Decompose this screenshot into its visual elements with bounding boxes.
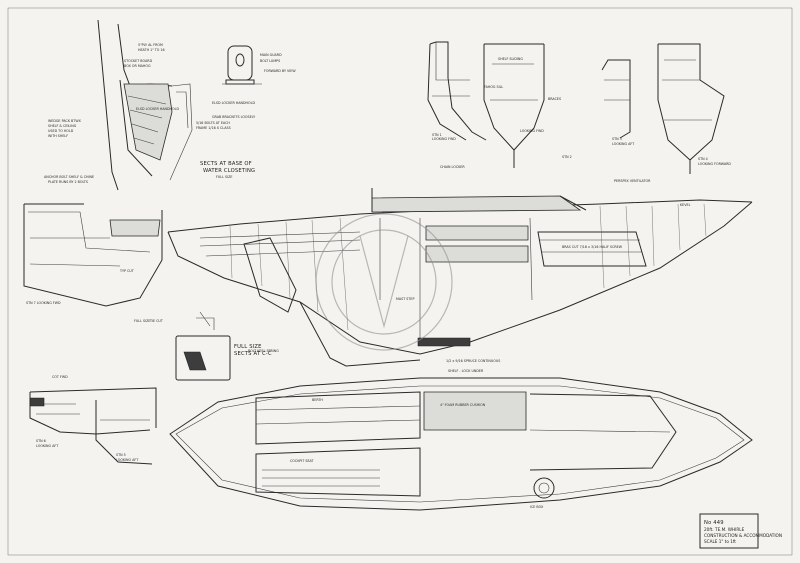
inboard-profile: CHAIN LOCKER PERSPEX VENTILATOR KEVEL BR… <box>167 165 753 367</box>
label-stn-3-sub: LOOKING AFT <box>612 142 635 146</box>
label-berth: BERTH <box>312 398 323 402</box>
label-stn-5: STN 5 <box>116 453 126 457</box>
svg-text:SHELF & CEILING: SHELF & CEILING <box>48 124 77 128</box>
station-3-section: STN 3 LOOKING AFT <box>601 59 635 146</box>
svg-text:FORWARD BY VIEW: FORWARD BY VIEW <box>264 69 296 73</box>
svg-text:GRAB BRACKETS LOOSELY: GRAB BRACKETS LOOSELY <box>212 115 256 119</box>
label-elsd: ELSD LOCKER HANDHOLD <box>136 107 179 111</box>
svg-text:PLATE RUNS BY 2 BOLTS: PLATE RUNS BY 2 BOLTS <box>48 180 88 184</box>
station-6-section: STN 6 LOOKING AFT <box>29 387 157 448</box>
label-stn-7: STN 7 LOOKING FWD <box>26 301 61 305</box>
svg-text:ELSD LOCKER HANDHOLD: ELSD LOCKER HANDHOLD <box>212 101 255 105</box>
svg-text:FAHOG SILL: FAHOG SILL <box>484 85 503 89</box>
station-2-section: SHELF SLIDING FAHOG SILL BRACES LOOKING … <box>483 43 572 168</box>
label-full-size-top: FULL SIZE <box>216 175 232 179</box>
label-stn-1-sub: LOOKING FWD <box>432 137 456 141</box>
label-stn-6: STN 6 <box>36 439 46 443</box>
svg-text:MAIN GUARD: MAIN GUARD <box>260 53 282 57</box>
label-sects-at-base: SECTS AT BASE OF <box>200 161 252 167</box>
svg-text:USED TO HOLD: USED TO HOLD <box>48 129 74 133</box>
svg-text:HEATH 1" TO 16: HEATH 1" TO 16 <box>138 48 165 52</box>
svg-text:1/2 x 9/16 SPRUCE CONTINUOUS: 1/2 x 9/16 SPRUCE CONTINUOUS <box>446 359 500 363</box>
accommodation-plan: SHELF - LOCK UNDER 4" FOAM RUBBER CUSHIO… <box>169 369 753 511</box>
label-stn-5-sub: LOOKING AFT <box>116 458 139 462</box>
label-shelf-lock: SHELF - LOCK UNDER <box>448 369 484 373</box>
title-line-1: 20ft. TE.M. WHIRLE <box>704 527 745 532</box>
svg-text:BOX OR MAHOG: BOX OR MAHOG <box>124 64 151 68</box>
svg-text:BOLT LUMPS: BOLT LUMPS <box>260 59 280 63</box>
svg-text:BRACES: BRACES <box>548 97 561 101</box>
svg-text:FULL SIZE: FULL SIZE <box>134 319 150 323</box>
svg-text:PERSPEX VENTILATOR: PERSPEX VENTILATOR <box>614 179 651 183</box>
label-stn-6-sub: LOOKING AFT <box>36 444 59 448</box>
svg-text:WITH SHELF: WITH SHELF <box>48 134 68 138</box>
label-stn-4: STN 4 <box>698 157 708 161</box>
svg-text:CHAIN LOCKER: CHAIN LOCKER <box>440 165 465 169</box>
svg-text:STOCKET BOARD: STOCKET BOARD <box>124 59 153 63</box>
svg-text:SHELF SLIDING: SHELF SLIDING <box>498 57 523 61</box>
svg-text:LOOKING FWD: LOOKING FWD <box>520 129 544 133</box>
title-number: No 449 <box>704 520 724 526</box>
station-4-section: STN 4 LOOKING FORWARD <box>657 43 731 174</box>
label-mast-step: MAST STEP <box>396 297 414 301</box>
watermark-stamp <box>315 213 453 351</box>
label-cushion: 4" FOAM RUBBER CUSHION <box>440 403 486 407</box>
label-full-size-lower: FULL SIZE <box>234 344 262 350</box>
label-stn-4-sub: LOOKING FORWARD <box>698 162 731 166</box>
label-stn-2: STN 2 <box>562 155 572 159</box>
svg-text:5/16 BOLTS AT EACH: 5/16 BOLTS AT EACH <box>196 121 230 125</box>
station-1-section: STN 1 LOOKING FWD <box>427 41 487 141</box>
svg-text:ANCHOR BOLT SHELF & CHINE: ANCHOR BOLT SHELF & CHINE <box>44 175 94 179</box>
svg-text:BRAS CUT 7/16 x 3/16 HALIF SCR: BRAS CUT 7/16 x 3/16 HALIF SCREW <box>562 245 623 249</box>
title-line-3: SCALE 1" to 1ft <box>704 539 736 544</box>
label-cot-fwd: COT FWD <box>52 375 68 379</box>
label-stn-1: STN 1 <box>432 133 442 137</box>
station-5-section: STN 5 LOOKING AFT <box>95 400 153 465</box>
title-line-2: CONSTRUCTION & ACCOMMODATION <box>704 533 782 538</box>
label-tie-cut: TIE CUT <box>149 319 164 323</box>
sheet-border <box>7 7 793 556</box>
label-sects-at-cc: SECTS AT C-C <box>234 351 272 357</box>
label-sects-at-base-2: WATER CLOSETING <box>203 168 255 174</box>
svg-text:BOLT KEEL SPRING: BOLT KEEL SPRING <box>248 349 279 353</box>
label-ice-box: ICE BOX <box>530 505 544 509</box>
svg-text:5"PLY AL FROM: 5"PLY AL FROM <box>138 43 163 47</box>
label-cockpit-seat: COCKPIT SEAT <box>290 459 315 463</box>
svg-text:WEDGE PACK BTWX: WEDGE PACK BTWX <box>48 119 82 123</box>
section-detail-top-left: 5"PLY AL FROM HEATH 1" TO 16 STOCKET BOA… <box>44 19 231 191</box>
svg-text:FRAME 1/16 X CLASS: FRAME 1/16 X CLASS <box>196 126 231 130</box>
label-kevel: KEVEL <box>680 203 691 207</box>
station-7-section: STN 7 LOOKING FWD TYP CUT FULL SIZE <box>23 203 163 323</box>
label-stn-3: STN 3 <box>612 137 622 141</box>
full-size-sects-cc: FULL SIZE SECTS AT C-C <box>175 311 272 381</box>
title-block: No 449 20ft. TE.M. WHIRLE CONSTRUCTION &… <box>699 513 782 549</box>
svg-text:TYP CUT: TYP CUT <box>119 269 135 273</box>
handhold-detail: MAIN GUARD BOLT LUMPS FORWARD BY VIEW EL… <box>212 45 296 119</box>
